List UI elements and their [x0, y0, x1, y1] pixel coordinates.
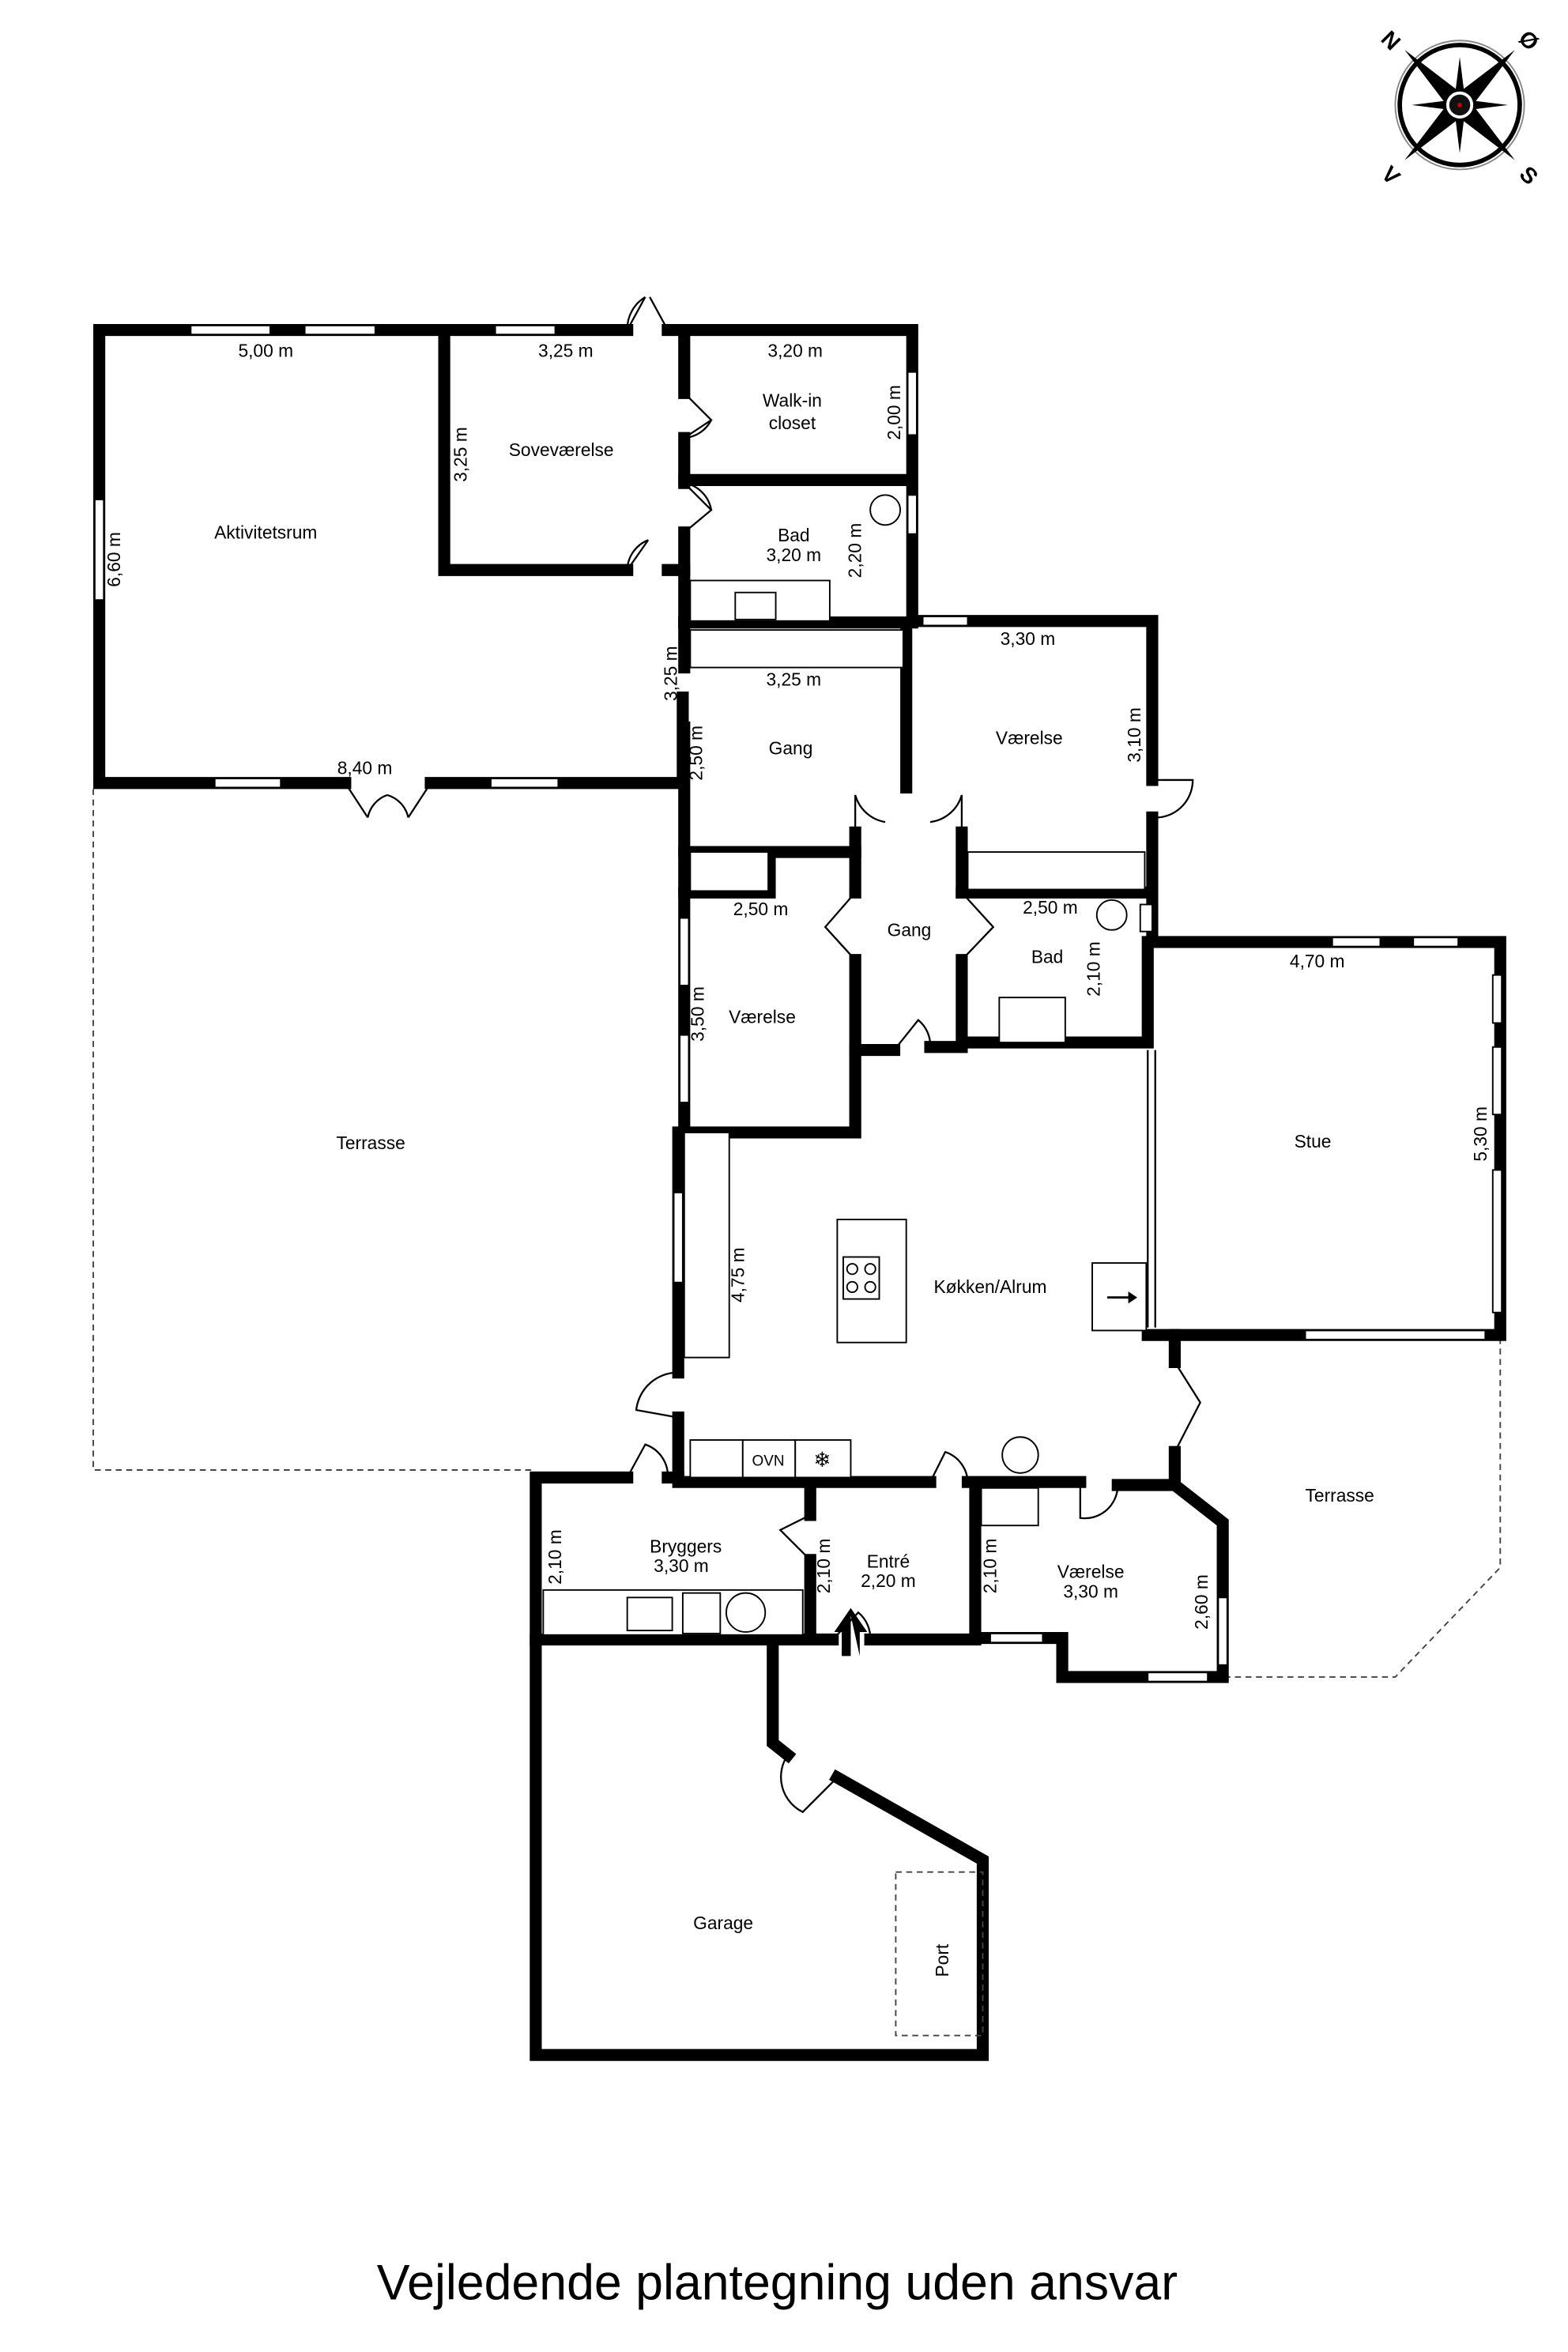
- dim: 4,70 m: [1290, 951, 1345, 971]
- room-gang-1: Gang: [769, 738, 813, 759]
- dim: 3,25 m: [538, 341, 594, 361]
- room-vaerelse-3: Værelse: [1057, 1562, 1125, 1582]
- dim: 2,50 m: [1023, 897, 1078, 918]
- room-sovevaerelse: Soveværelse: [509, 439, 614, 460]
- oven-label: OVN: [752, 1453, 785, 1469]
- room-gang-2: Gang: [888, 919, 932, 940]
- room-bryggers-dim: 3,30 m: [654, 1555, 709, 1576]
- room-labels: Aktivitetsrum Soveværelse Walk-in closet…: [214, 390, 1374, 1977]
- dim: 2,20 m: [845, 523, 865, 579]
- dim: 3,25 m: [450, 427, 471, 482]
- toilet-icon: [869, 494, 902, 526]
- dim: 3,25 m: [767, 669, 822, 689]
- compass-n: N: [1376, 26, 1405, 55]
- dryer-icon: [725, 1592, 767, 1633]
- dim: 3,30 m: [1001, 628, 1056, 649]
- compass-w: V: [1376, 161, 1404, 190]
- freezer: [794, 1439, 852, 1479]
- doors: [344, 296, 1201, 1814]
- room-walkin-2: closet: [769, 413, 816, 433]
- room-terrasse-1: Terrasse: [336, 1133, 405, 1153]
- dimension-labels: 5,00 m 6,60 m 8,40 m 3,25 m 3,25 m 3,20 …: [104, 341, 1491, 1630]
- room-bad-1: Bad: [778, 525, 810, 545]
- cooktop-icon: [842, 1256, 880, 1300]
- room-vaerelse-3-dim: 3,30 m: [1063, 1581, 1118, 1601]
- compass-s: S: [1514, 161, 1543, 190]
- entrance-arrow-icon: [834, 1608, 868, 1657]
- compass-rose-icon: N Ø S V: [1376, 25, 1544, 190]
- room-entre-dim: 2,20 m: [861, 1570, 916, 1591]
- terrace-outline-east: [1223, 1337, 1502, 1678]
- dim: 5,30 m: [1470, 1106, 1491, 1162]
- sink-icon: [626, 1596, 673, 1632]
- dim: 8,40 m: [337, 757, 393, 778]
- room-bryggers: Bryggers: [650, 1536, 722, 1556]
- room-kokken: Køkken/Alrum: [933, 1276, 1046, 1297]
- dim: 3,50 m: [687, 986, 707, 1042]
- dim: 2,60 m: [1191, 1574, 1212, 1630]
- disclaimer-caption: Vejledende plantegning uden ansvar: [377, 2256, 1178, 2311]
- room-garage: Garage: [693, 1913, 753, 1933]
- windows: [93, 324, 1503, 1683]
- snowflake-icon: ❄: [813, 1448, 831, 1472]
- room-vaerelse-2: Værelse: [729, 1006, 796, 1027]
- room-walkin: Walk-in: [763, 390, 822, 410]
- room-entre: Entré: [867, 1551, 910, 1571]
- stove-icon: [1001, 1436, 1039, 1474]
- dim: 2,10 m: [1084, 941, 1104, 997]
- dim: 2,10 m: [980, 1539, 1001, 1594]
- room-vaerelse-1: Værelse: [996, 727, 1063, 748]
- compass-e: Ø: [1513, 25, 1544, 55]
- garage-port-outline: [895, 1871, 984, 2037]
- dim: 6,60 m: [104, 532, 124, 587]
- dim: 3,20 m: [767, 341, 823, 361]
- toilet-icon: [1095, 899, 1128, 931]
- dim: 2,10 m: [545, 1529, 565, 1585]
- washer-icon: [681, 1592, 722, 1634]
- fixtures: OVN ❄: [542, 494, 1148, 2037]
- terrace-outline-west: [92, 789, 533, 1471]
- arrow-icon: [1128, 1291, 1137, 1304]
- sink-icon: [734, 591, 777, 620]
- room-stue: Stue: [1295, 1131, 1332, 1152]
- dim: 4,75 m: [728, 1247, 748, 1302]
- oven: [741, 1439, 797, 1479]
- dim: 2,50 m: [686, 726, 707, 781]
- dim: 2,00 m: [884, 385, 904, 440]
- dim: 2,10 m: [813, 1539, 834, 1594]
- dim: 3,25 m: [660, 646, 680, 701]
- room-aktivitetsrum: Aktivitetsrum: [214, 522, 317, 542]
- dim: 2,50 m: [733, 899, 789, 919]
- dim: 5,00 m: [238, 341, 293, 361]
- dim: 3,10 m: [1124, 707, 1144, 763]
- room-bad-1-dim: 3,20 m: [767, 545, 822, 565]
- room-bad-2: Bad: [1031, 946, 1064, 967]
- room-terrasse-2: Terrasse: [1306, 1485, 1374, 1506]
- garage-port-label: Port: [932, 1943, 952, 1977]
